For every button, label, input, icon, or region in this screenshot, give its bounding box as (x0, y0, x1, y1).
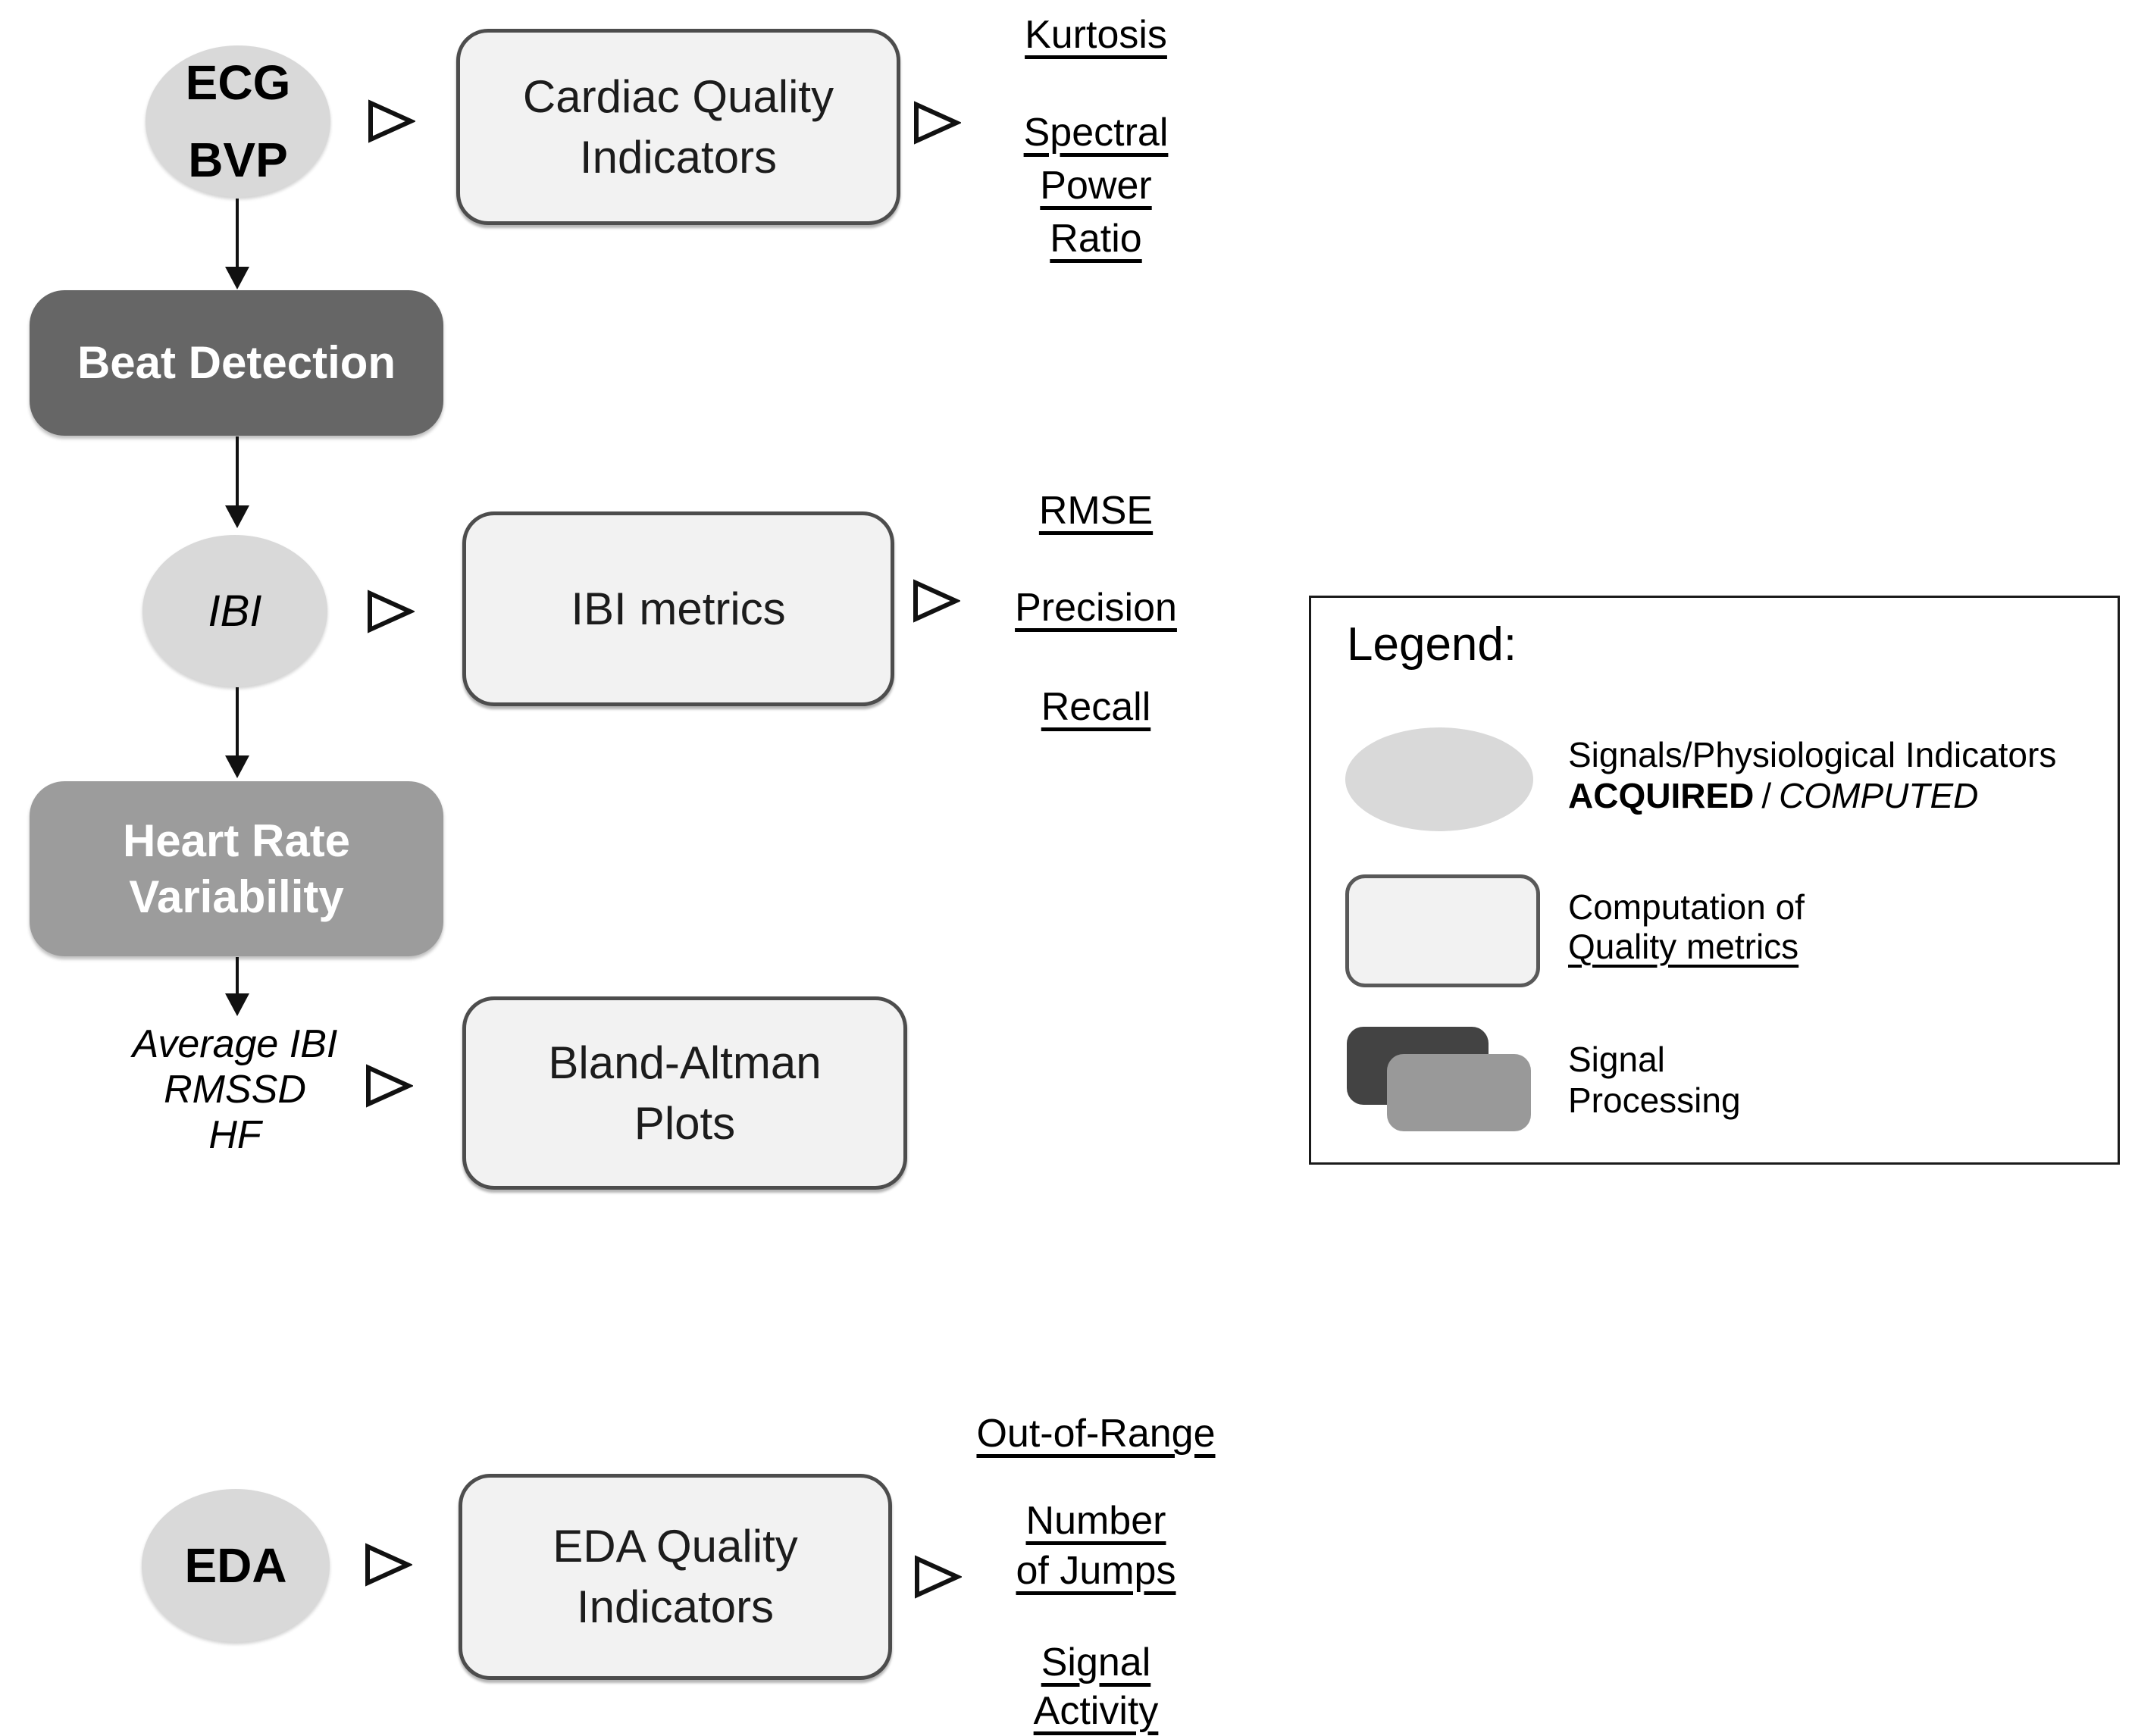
flow-triangle-icon (915, 1555, 962, 1599)
bvp-label: BVP (188, 133, 288, 187)
hrv-feature-average-ibi: Average IBI (132, 1022, 338, 1066)
ecg-label: ECG (185, 55, 291, 110)
legend-box: Legend: Signals/Physiological Indicators… (1309, 596, 2120, 1165)
hrv-feature-hf: HF (208, 1113, 261, 1157)
eda-quality-line2: Indicators (576, 1581, 775, 1632)
metric-rmse: RMSE (1038, 489, 1154, 533)
legend-acquired-label: ACQUIRED (1568, 776, 1755, 815)
legend-computation-line1: Computation of (1568, 887, 1805, 927)
node-cardiac-quality-indicators: Cardiac Quality Indicators (456, 29, 900, 225)
arrow-line (236, 436, 239, 507)
node-bland-altman-plots: Bland-Altman Plots (462, 996, 907, 1190)
node-beat-detection: Beat Detection (30, 290, 443, 436)
legend-item-signals: Signals/Physiological Indicators ACQUIRE… (1568, 734, 2056, 816)
flow-triangle-icon (368, 99, 415, 143)
arrow-line (236, 199, 239, 268)
legend-item-signal-processing: Signal Processing (1568, 1039, 1741, 1121)
metric-jumps-line2: of Jumps (1016, 1549, 1176, 1593)
metric-number-of-jumps: Number of Jumps (944, 1496, 1248, 1596)
legend-item-computation: Computation of Quality metrics (1568, 887, 1805, 966)
arrow-head-icon (225, 755, 249, 778)
node-heart-rate-variability: Heart Rate Variability (30, 781, 443, 956)
node-eda: EDA (142, 1489, 330, 1642)
legend-signals-line1: Signals/Physiological Indicators (1568, 735, 2057, 774)
arrow-head-icon (225, 993, 249, 1016)
arrow-line (236, 957, 239, 995)
flow-triangle-icon (913, 579, 960, 623)
hrv-line1: Heart Rate (122, 815, 351, 866)
metric-recall: Recall (1041, 685, 1151, 729)
metric-spectral-line1: Spectral (1023, 111, 1169, 155)
eda-label: EDA (184, 1538, 287, 1593)
node-hrv-features: Average IBI RMSSD HF (83, 1021, 387, 1158)
legend-computed-label: COMPUTED (1779, 776, 1979, 815)
metric-kurtosis: Kurtosis (1025, 13, 1167, 57)
arrow-head-icon (225, 267, 249, 289)
cardiac-quality-line2: Indicators (579, 131, 778, 183)
arrow-line (236, 687, 239, 757)
flow-triangle-icon (914, 101, 961, 145)
legend-signal-processing-front-icon (1387, 1054, 1531, 1131)
legend-quality-box-icon (1345, 874, 1540, 987)
beat-detection-label: Beat Detection (77, 337, 396, 388)
node-ibi: IBI (142, 535, 327, 687)
node-eda-quality-indicators: EDA Quality Indicators (459, 1474, 892, 1680)
flow-triangle-icon (365, 1543, 412, 1587)
node-ibi-metrics: IBI metrics (462, 511, 894, 706)
bland-altman-line1: Bland-Altman (548, 1037, 822, 1088)
metric-spectral-line3: Ratio (1050, 217, 1142, 261)
metric-spectral-power-ratio: Spectral Power Ratio (944, 106, 1248, 265)
legend-separator: / (1761, 776, 1772, 815)
legend-signals-line2: ACQUIRED/COMPUTED (1568, 775, 2056, 816)
flow-triangle-icon (366, 1064, 413, 1108)
cardiac-quality-line1: Cardiac Quality (522, 70, 834, 122)
legend-ellipse-icon (1345, 727, 1533, 831)
flow-triangle-icon (368, 590, 415, 633)
hrv-feature-rmssd: RMSSD (164, 1068, 306, 1112)
metric-spectral-line2: Power (1040, 164, 1152, 208)
metric-precision: Precision (1015, 586, 1177, 630)
metric-jumps-line1: Number (1025, 1499, 1166, 1543)
ibi-metrics-label: IBI metrics (571, 583, 786, 634)
legend-title: Legend: (1347, 618, 1517, 671)
bland-altman-line2: Plots (634, 1097, 736, 1149)
legend-computation-line2: Quality metrics (1568, 927, 1799, 966)
metric-activity-line1: Signal (1041, 1641, 1151, 1684)
arrow-head-icon (225, 505, 249, 528)
eda-quality-line1: EDA Quality (553, 1521, 798, 1572)
metric-activity-line2: Activity (1033, 1689, 1159, 1733)
ibi-label: IBI (208, 586, 262, 636)
hrv-line2: Variability (129, 871, 344, 922)
metric-out-of-range: Out-of-Range (976, 1412, 1216, 1456)
node-ecg-bvp: ECG BVP (146, 45, 330, 197)
legend-signal-line2: Processing (1568, 1081, 1741, 1120)
metric-signal-activity: Signal Activity (944, 1638, 1248, 1735)
legend-signal-line1: Signal (1568, 1040, 1665, 1079)
